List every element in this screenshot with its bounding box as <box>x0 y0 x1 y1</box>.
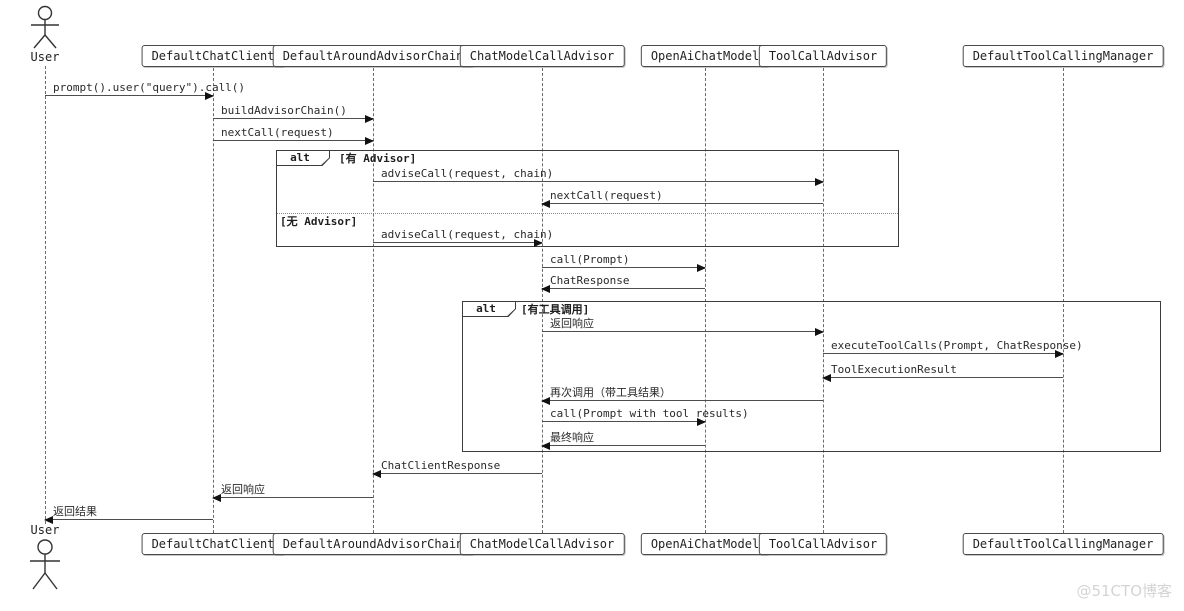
message-label: ToolExecutionResult <box>831 363 957 376</box>
alt-frame-tool-call: alt [有工具调用] <box>462 301 1161 452</box>
alt-keyword: alt <box>476 302 496 315</box>
message-build-advisor-chain: buildAdvisorChain() <box>213 104 374 123</box>
participant-defaultchatclient-bottom: DefaultChatClient <box>141 533 285 555</box>
alt-frame-tag <box>276 150 330 166</box>
message-call-prompt: call(Prompt) <box>542 253 706 272</box>
lifeline-defaultaroundadvisorchain <box>373 68 374 533</box>
user-stick-figure-icon <box>31 5 59 49</box>
message-label: 返回结果 <box>53 505 97 518</box>
participant-label: ChatModelCallAdvisor <box>469 537 615 551</box>
message-label: nextCall(request) <box>550 189 663 202</box>
participant-defaulttoolcallingmanager-top: DefaultToolCallingManager <box>962 45 1164 67</box>
lifeline-openaichatmodel <box>705 68 706 533</box>
message-next-call-1: nextCall(request) <box>213 126 374 145</box>
participant-defaultaroundadvisorchain-top: DefaultAroundAdvisorChain <box>272 45 474 67</box>
message-label: adviseCall(request, chain) <box>381 167 554 180</box>
participant-openaichatmodel-top: OpenAiChatModel <box>640 45 770 67</box>
message-label: call(Prompt with tool results) <box>550 407 749 420</box>
lifeline-user <box>45 66 46 524</box>
alt-frame-advisor: alt [有 Advisor] [无 Advisor] <box>276 150 899 247</box>
lifeline-chatmodelcalladvisor <box>542 68 543 533</box>
message-arrow <box>45 92 214 100</box>
participant-openaichatmodel-bottom: OpenAiChatModel <box>640 533 770 555</box>
message-label: adviseCall(request, chain) <box>381 228 554 241</box>
message-return-response-tool: 返回响应 <box>542 317 824 336</box>
participant-label: DefaultAroundAdvisorChain <box>282 537 464 551</box>
participant-label: DefaultToolCallingManager <box>972 537 1154 551</box>
alt-condition-has-tool-call: [有工具调用] <box>521 303 590 316</box>
message-arrow <box>212 494 373 502</box>
message-prompt-call: prompt().user("query").call() <box>45 81 246 100</box>
message-arrow <box>373 178 824 186</box>
participant-label: DefaultChatClient <box>151 49 275 63</box>
alt-condition-has-advisor: [有 Advisor] <box>339 152 417 165</box>
message-arrow <box>541 397 823 405</box>
message-arrow <box>213 115 374 123</box>
participant-defaultchatclient-top: DefaultChatClient <box>141 45 285 67</box>
participant-label: DefaultToolCallingManager <box>972 49 1154 63</box>
message-label: nextCall(request) <box>221 126 334 139</box>
actor-label: User <box>30 50 60 64</box>
message-arrow <box>542 328 824 336</box>
message-label: call(Prompt) <box>550 253 630 266</box>
message-label: buildAdvisorChain() <box>221 104 347 117</box>
message-return-response-client: 返回响应 <box>212 483 373 502</box>
message-arrow <box>542 418 706 426</box>
lifeline-toolcalladvisor <box>823 68 824 533</box>
message-final-response: 最终响应 <box>541 431 705 450</box>
message-arrow <box>542 264 706 272</box>
participant-label: DefaultAroundAdvisorChain <box>282 49 464 63</box>
participant-defaulttoolcallingmanager-bottom: DefaultToolCallingManager <box>962 533 1164 555</box>
message-chat-client-response: ChatClientResponse <box>372 459 542 478</box>
watermark-51cto: @51CTO博客 <box>1076 582 1172 600</box>
alt-frame-tag <box>462 301 516 317</box>
alt-divider <box>277 213 898 214</box>
message-label: executeToolCalls(Prompt, ChatResponse) <box>831 339 1083 352</box>
alt-condition-no-advisor: [无 Advisor] <box>280 215 358 228</box>
message-arrow <box>373 239 543 247</box>
actor-label: User <box>30 523 60 537</box>
message-recall-with-tool-results: 再次调用（带工具结果） <box>541 386 823 405</box>
message-label: prompt().user("query").call() <box>53 81 246 94</box>
message-execute-tool-calls: executeToolCalls(Prompt, ChatResponse) <box>823 339 1083 358</box>
participant-label: ChatModelCallAdvisor <box>469 49 615 63</box>
message-arrow <box>822 374 1063 382</box>
message-arrow <box>44 516 213 524</box>
participant-label: OpenAiChatModel <box>650 49 760 63</box>
participant-toolcalladvisor-top: ToolCallAdvisor <box>758 45 888 67</box>
message-tool-execution-result: ToolExecutionResult <box>822 363 1063 382</box>
message-advise-call-1: adviseCall(request, chain) <box>373 167 824 186</box>
message-label: 返回响应 <box>221 483 265 496</box>
lifeline-defaulttoolcallingmanager <box>1063 68 1064 533</box>
participant-label: ToolCallAdvisor <box>768 537 878 551</box>
message-return-result-user: 返回结果 <box>44 505 213 524</box>
participant-label: OpenAiChatModel <box>650 537 760 551</box>
user-stick-figure-icon <box>30 539 60 590</box>
message-arrow <box>541 442 705 450</box>
participant-label: DefaultChatClient <box>151 537 275 551</box>
message-label: 再次调用（带工具结果） <box>550 386 671 399</box>
message-arrow <box>213 137 374 145</box>
participant-chatmodelcalladvisor-bottom: ChatModelCallAdvisor <box>459 533 625 555</box>
participant-chatmodelcalladvisor-top: ChatModelCallAdvisor <box>459 45 625 67</box>
message-label: 返回响应 <box>550 317 594 330</box>
participant-toolcalladvisor-bottom: ToolCallAdvisor <box>758 533 888 555</box>
lifeline-defaultchatclient <box>213 68 214 533</box>
message-arrow <box>823 350 1064 358</box>
actor-user-bottom: User <box>27 524 63 595</box>
message-next-call-2: nextCall(request) <box>541 189 823 208</box>
message-call-prompt-with-tool-results: call(Prompt with tool results) <box>542 407 749 426</box>
message-label: ChatResponse <box>550 274 630 287</box>
message-label: 最终响应 <box>550 431 594 444</box>
message-label: ChatClientResponse <box>381 459 501 472</box>
message-chat-response: ChatResponse <box>541 274 705 293</box>
message-arrow <box>541 200 823 208</box>
alt-keyword: alt <box>290 151 310 164</box>
participant-label: ToolCallAdvisor <box>768 49 878 63</box>
message-arrow <box>541 285 705 293</box>
participant-defaultaroundadvisorchain-bottom: DefaultAroundAdvisorChain <box>272 533 474 555</box>
message-arrow <box>372 470 542 478</box>
actor-user-top: User <box>27 5 63 64</box>
message-advise-call-2: adviseCall(request, chain) <box>373 228 554 247</box>
